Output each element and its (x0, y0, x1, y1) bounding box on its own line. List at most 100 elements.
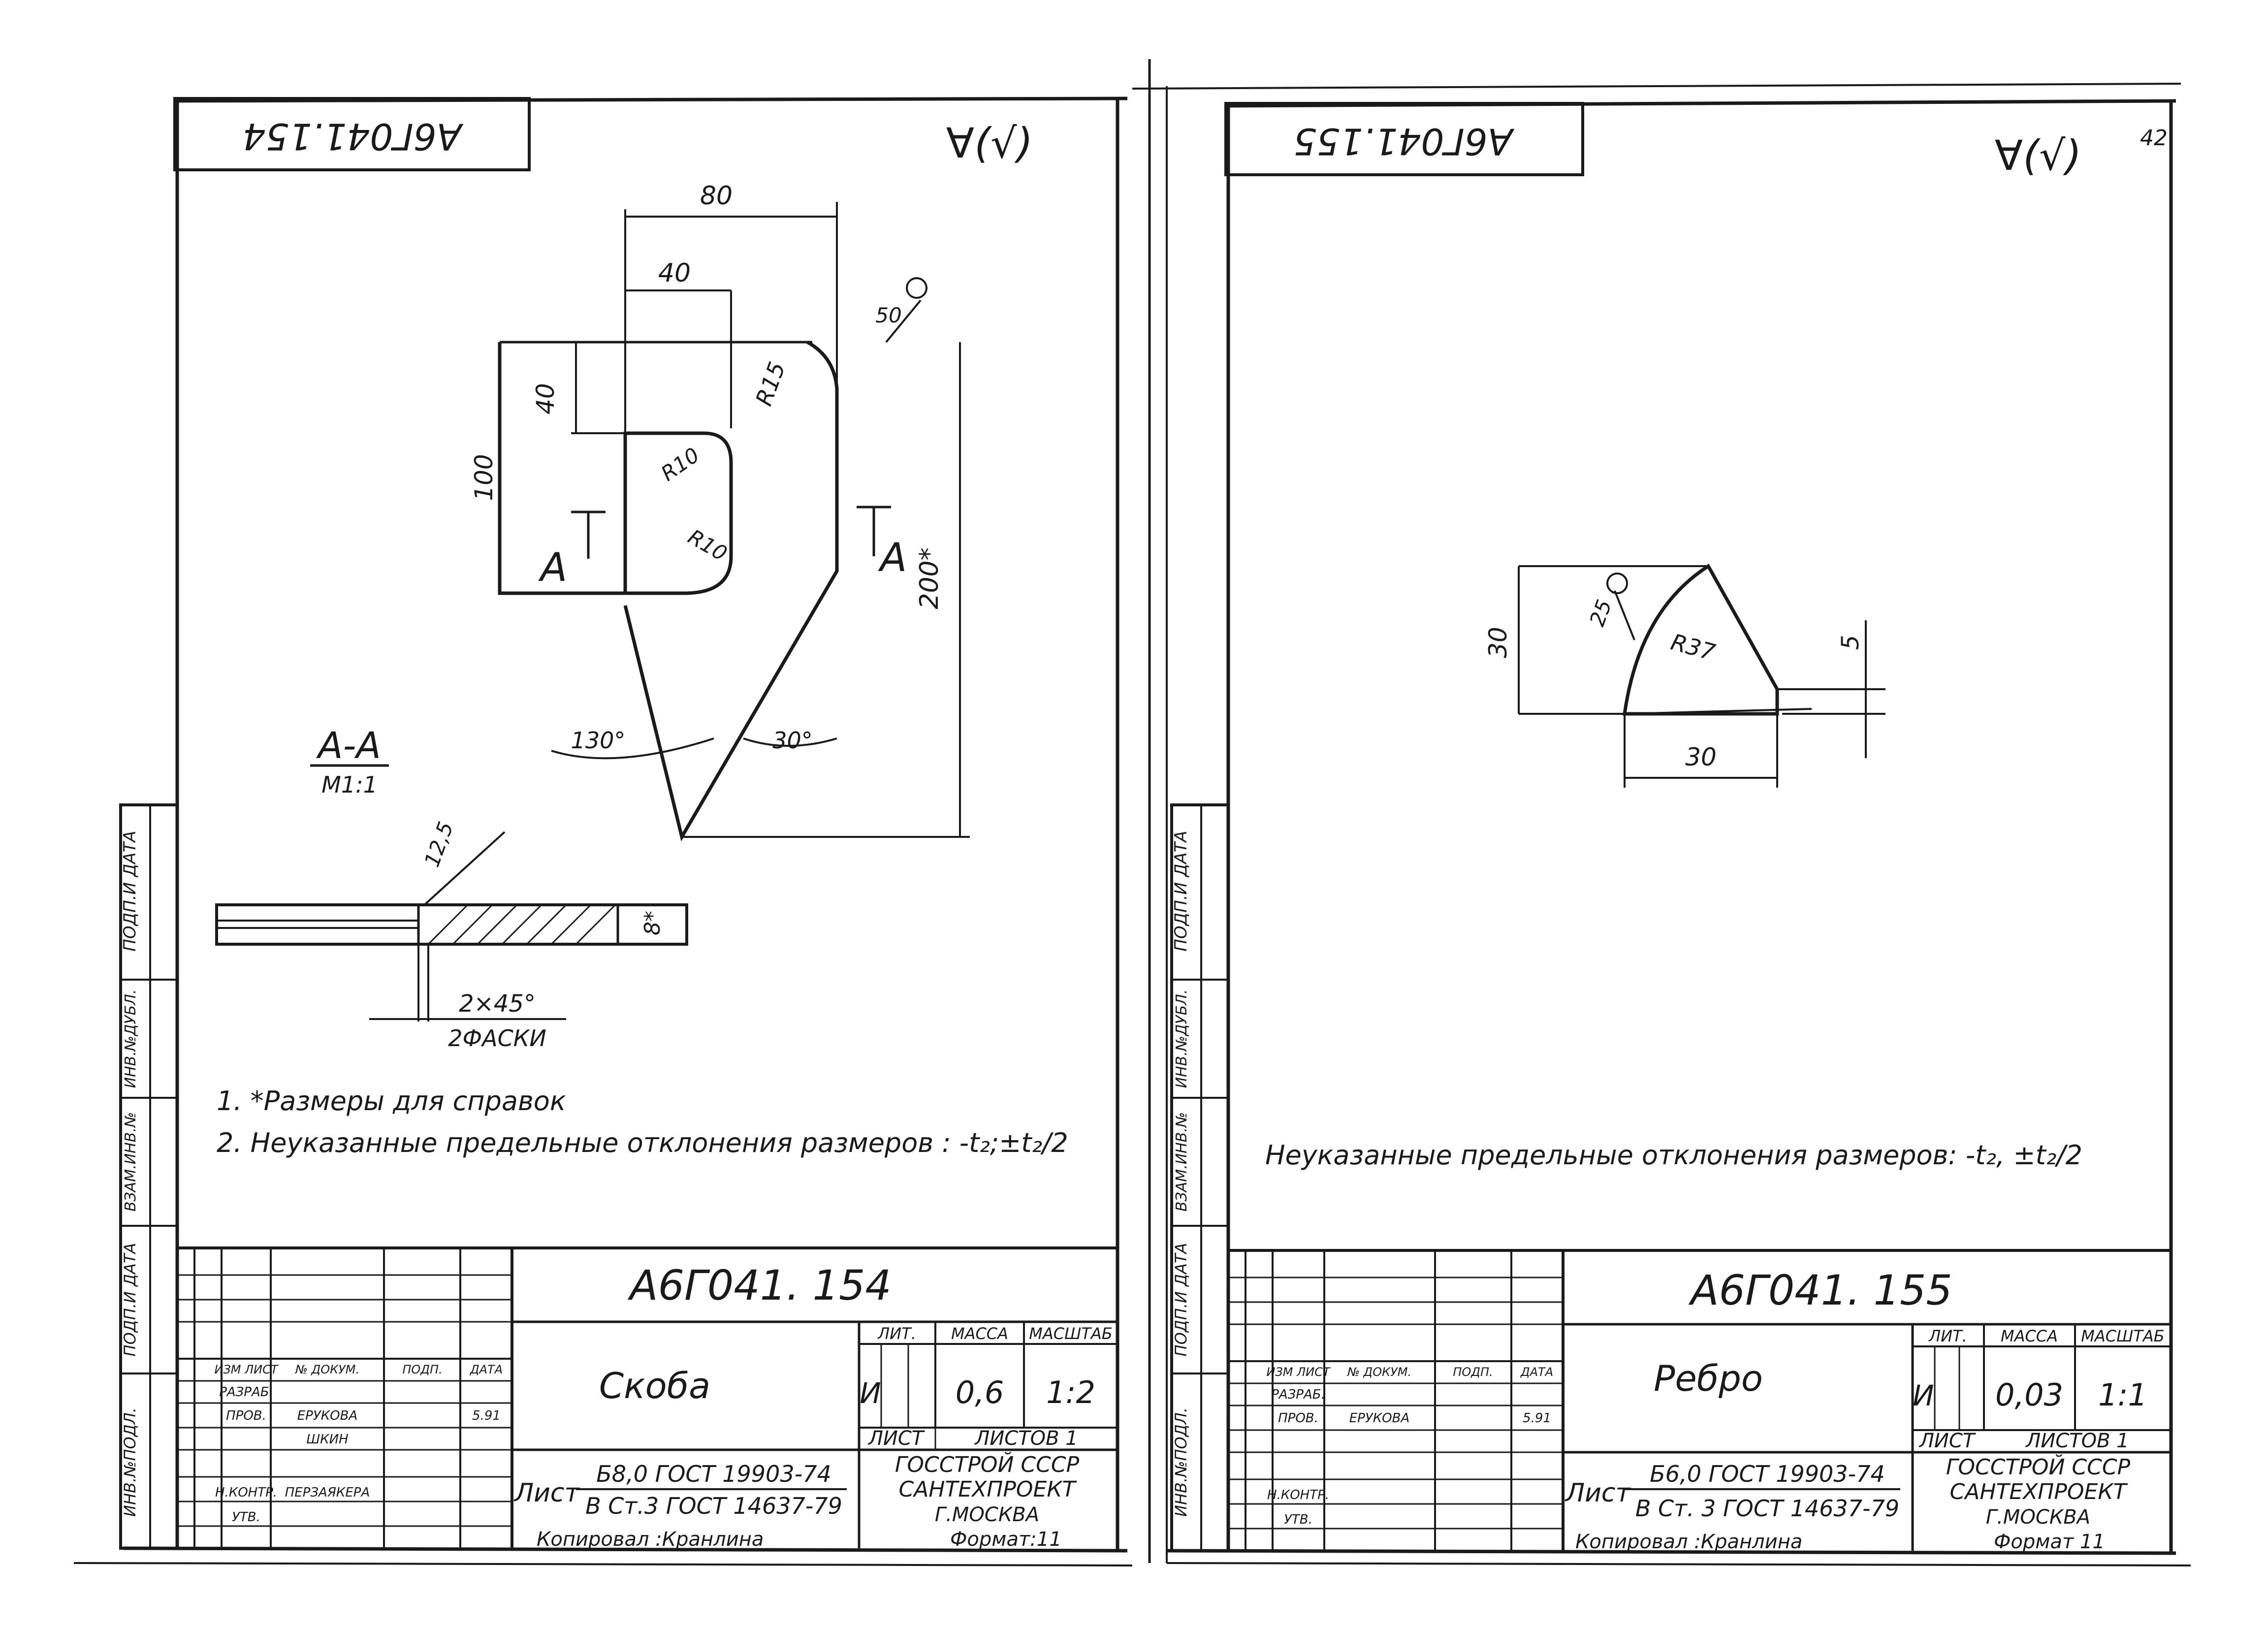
right-row-role-6: УТВ. (1284, 1512, 1312, 1527)
left-copied: Копировал :Кранлина (537, 1528, 764, 1551)
right-stamp-material-1: Б6,0 ГОСТ 19903-74 (1650, 1461, 1885, 1487)
right-code-box (1224, 102, 1584, 176)
right-side-strip: ПОДП.И ДАТА ИНВ.№ДУБЛ. ВЗАМ.ИНВ.№ ПОДП.И… (1170, 803, 1230, 1552)
left-stamp-lit: И (860, 1376, 881, 1410)
right-frame-bottom (1166, 1549, 2176, 1555)
left-stamp-sheets: ЛИСТОВ 1 (974, 1427, 1078, 1450)
left-stamp-scale-header: МАСШТАБ (1029, 1324, 1112, 1343)
section-mark-right: А (878, 535, 907, 580)
left-row-role-0: ИЗМ ЛИСТ (214, 1363, 279, 1376)
left-stamp-material-prefix: Лист (513, 1478, 580, 1508)
left-code-box (173, 97, 531, 171)
rib-roughness-circle (1606, 573, 1628, 594)
right-format: Формат 11 (1994, 1531, 2105, 1553)
left-stamp-material-2: В Ст.3 ГОСТ 14637-79 (585, 1493, 842, 1519)
rib-roughness-leader (1614, 590, 1635, 640)
right-stamp-lit: И (1913, 1379, 1934, 1412)
left-stamp-org-1: ГОССТРОЙ СССР (895, 1451, 1080, 1477)
right-side-label-5: ИНВ.№ПОДЛ. (1172, 1407, 1190, 1517)
bracket-outline (498, 342, 733, 595)
right-row-role-2: ПРОВ. (1278, 1411, 1318, 1426)
right-row-role-0: ИЗМ ЛИСТ (1266, 1365, 1331, 1379)
left-sheet: А6Г041.154 ∀(√) 80 40 R15 50 40 100 R10 … (73, 96, 1133, 1566)
roughness-50-label: 50 (875, 303, 901, 327)
left-title-block (177, 1246, 1118, 1548)
right-row-date-2: 5.91 (1523, 1411, 1551, 1426)
left-frame-bottom (123, 1546, 1128, 1553)
left-note-1: 1. *Размеры для справок (217, 1085, 566, 1117)
left-row-sign-0: ПОДП. (402, 1363, 442, 1376)
chamfer-note: 2ФАСКИ (448, 1025, 546, 1052)
roughness-50-circle (906, 277, 927, 299)
section-aa-scale: М1:1 (321, 771, 378, 798)
left-row-name-5: ПЕРЗАЯКЕРА (285, 1485, 370, 1500)
left-stamp-lit-header: ЛИТ. (877, 1324, 916, 1343)
right-stamp-org-3: Г.МОСКВА (1986, 1506, 2090, 1529)
right-row-name-0: № ДОКУМ. (1346, 1365, 1411, 1379)
rib-radius-line (1624, 708, 1812, 715)
roughness-50-leader (885, 299, 922, 343)
right-side-label-3: ВЗАМ.ИНВ.№ (1173, 1112, 1190, 1212)
right-row-name-2: ЕРУКОВА (1349, 1411, 1410, 1426)
angle-30-arc (743, 737, 837, 747)
left-stamp-org-3: Г.МОСКВА (935, 1503, 1039, 1526)
section-aa-thickness: 8* (640, 911, 665, 935)
dim-80-label: 80 (700, 181, 733, 211)
left-trim-line (73, 1562, 1133, 1566)
right-stamp-material-2: В Ст. 3 ГОСТ 14637-79 (1635, 1495, 1899, 1522)
dim-40v-label: 40 (531, 383, 560, 415)
right-stamp-mass: 0,03 (1995, 1377, 2063, 1413)
right-copied: Копировал :Кранлина (1575, 1531, 1802, 1553)
right-stamp-org-2: САНТЕХПРОЕКТ (1950, 1479, 2128, 1504)
right-frame-top (1225, 99, 2176, 108)
right-sheet-number: 42 (2140, 126, 2168, 151)
left-row-name-3: ШКИН (306, 1432, 348, 1447)
right-stamp-org-1: ГОССТРОЙ СССР (1946, 1454, 2131, 1480)
left-side-label-1: ПОДП.И ДАТА (120, 830, 140, 951)
right-stamp-scale-header: МАСШТАБ (2081, 1327, 2164, 1345)
left-row-name-2: ЕРУКОВА (297, 1408, 358, 1423)
left-side-label-4: ПОДП.И ДАТА (121, 1243, 139, 1357)
left-side-label-2: ИНВ.№ДУБЛ. (122, 990, 139, 1088)
right-stamp-material-prefix: Лист (1565, 1478, 1631, 1508)
rib-dim-30v-label: 30 (1484, 627, 1512, 658)
right-sheet: А6Г041.155 ∀(√) 42 30 R37 25 5 30 Неуказ… (1166, 99, 2191, 1566)
angle-130-label: 130° (571, 727, 626, 754)
left-row-date-2: 5.91 (472, 1408, 501, 1423)
right-stamp-scale: 1:1 (2098, 1377, 2147, 1413)
left-side-label-5: ИНВ.№ПОДЛ. (121, 1407, 139, 1517)
left-stamp-part-name: Скоба (599, 1365, 710, 1406)
bracket-body-outline (623, 340, 839, 842)
left-row-date-0: ДАТА (470, 1363, 503, 1376)
right-stamp-rows: ИЗМ ЛИСТ № ДОКУМ. ПОДП. ДАТА РАЗРАБ. ПРО… (1266, 1365, 1553, 1527)
left-row-role-2: ПРОВ. (226, 1408, 266, 1423)
right-row-role-1: РАЗРАБ. (1271, 1387, 1325, 1402)
left-row-role-5: Н.КОНТР. (215, 1485, 277, 1500)
right-row-role-5: Н.КОНТР. (1267, 1488, 1329, 1502)
right-side-label-4: ПОДП.И ДАТА (1172, 1243, 1190, 1357)
rib-dim-30h-label: 30 (1685, 743, 1717, 771)
section-aa-plate (215, 903, 688, 946)
left-stamp-org-2: САНТЕХПРОЕКТ (899, 1477, 1077, 1502)
left-row-name-0: № ДОКУМ. (294, 1363, 359, 1376)
right-note: Неуказанные предельные отклонения размер… (1265, 1140, 2082, 1171)
section-aa-title: А-А (316, 725, 381, 767)
left-stamp-mass-header: МАССА (951, 1324, 1008, 1343)
right-stamp-doc-code: А6Г041. 155 (1688, 1266, 1952, 1314)
left-stamp-sheet: ЛИСТ (867, 1427, 926, 1450)
right-stamp-lit-header: ЛИТ. (1928, 1327, 1967, 1345)
right-side-label-2: ИНВ.№ДУБЛ. (1173, 990, 1190, 1088)
roughness-125-leader (422, 831, 506, 907)
left-row-role-1: РАЗРАБ. (219, 1385, 273, 1400)
chamfer-label: 2×45° (459, 990, 536, 1018)
left-stamp-material-1: Б8,0 ГОСТ 19903-74 (596, 1461, 831, 1487)
section-mark-left: А (538, 544, 568, 590)
right-row-sign-0: ПОДП. (1453, 1365, 1493, 1379)
rib-dim-5-label: 5 (1837, 635, 1864, 650)
right-row-date-0: ДАТА (1520, 1365, 1553, 1379)
dim-100-label: 100 (470, 454, 498, 501)
left-surface-mark: ∀(√) (946, 119, 1033, 167)
right-trim-line (1166, 1562, 2191, 1566)
